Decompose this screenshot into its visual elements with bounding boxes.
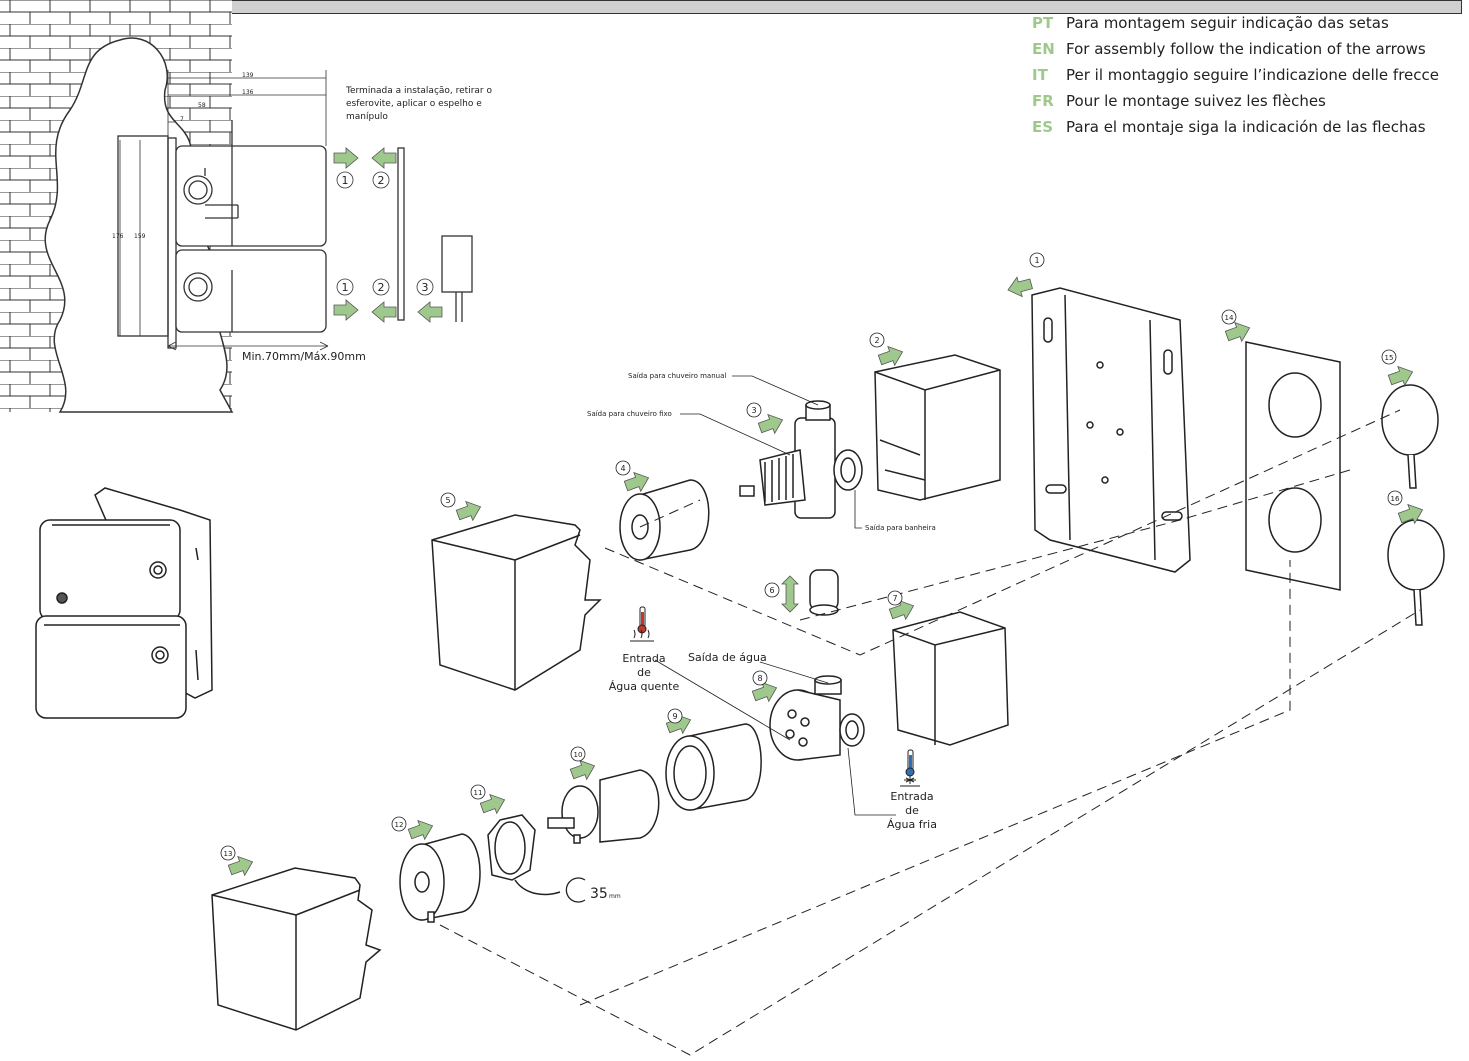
dim-136: 136	[242, 89, 254, 96]
part-valve-body-mixer	[769, 675, 865, 761]
dim-176: 176	[112, 233, 124, 240]
part-valve-body-diverter	[739, 400, 863, 519]
part-no-5: 5	[445, 496, 450, 505]
lang-code: FR	[1032, 92, 1054, 110]
callout-bath: Saída para banheira	[865, 524, 936, 532]
hot-label-line-2: de	[637, 666, 651, 679]
callout-water-out: Saída de água	[688, 651, 767, 664]
dimension-lines	[119, 70, 329, 351]
part-no-4: 4	[620, 464, 625, 473]
part-number-circles	[220, 252, 1403, 861]
callout-leaders	[654, 375, 896, 816]
lang-code: PT	[1032, 14, 1054, 32]
dimension-labels: 139 136 58 7 176 159	[112, 72, 254, 240]
part-bracket-lower	[892, 611, 1009, 746]
instruction-it: IT Per il montaggio seguire l’indicazione…	[1032, 62, 1462, 88]
part-no-14: 14	[1225, 314, 1234, 322]
hot-water-inlet-label: Entrada de Água quente	[609, 652, 680, 693]
note-line-3: manípulo	[346, 112, 388, 122]
part-check-valve	[781, 569, 839, 616]
hot-label-line-3: Água quente	[609, 680, 680, 693]
part-nut	[487, 814, 561, 896]
note-line-2: esferovite, aplicar o espelho e	[346, 99, 482, 109]
dim-7: 7	[180, 116, 184, 123]
part-no-13: 13	[224, 850, 233, 858]
installation-box-drawing	[117, 120, 473, 349]
step-a1: 1	[342, 174, 349, 187]
part-no-16: 16	[1391, 495, 1400, 503]
part-no-9: 9	[672, 712, 677, 721]
part-no-11: 11	[474, 789, 483, 797]
part-cover-plate	[1245, 341, 1341, 591]
instruction-pt: PT Para montagem seguir indicação das set…	[1032, 10, 1462, 36]
hot-label-line-1: Entrada	[622, 652, 665, 665]
part-box-cover-lower	[211, 867, 382, 1031]
instruction-text: For assembly follow the indication of th…	[1066, 40, 1426, 58]
lang-code: IT	[1032, 66, 1048, 84]
part-no-10: 10	[574, 751, 583, 759]
dim-139: 139	[242, 72, 254, 79]
wrench-size-unit: mm	[609, 893, 621, 900]
part-no-2: 2	[874, 336, 879, 345]
part-no-7: 7	[892, 594, 897, 603]
cold-label-line-3: Água fria	[887, 818, 937, 831]
part-bracket-upper	[874, 354, 1001, 501]
step-a2: 2	[378, 174, 385, 187]
step-b2: 2	[378, 281, 385, 294]
cold-water-inlet-label: Entrada de Água fria	[887, 790, 937, 831]
wrench-size-icon	[565, 877, 586, 903]
dim-58: 58	[198, 102, 206, 109]
step-b1: 1	[342, 281, 349, 294]
installation-note: Terminada a instalação, retirar o esfero…	[345, 86, 492, 122]
part-no-6: 6	[769, 586, 774, 595]
wrench-size-label: 35	[590, 886, 608, 902]
instruction-text: Per il montaggio seguire l’indicazione d…	[1066, 66, 1439, 84]
instruction-en: EN For assembly follow the indication of …	[1032, 36, 1462, 62]
part-no-12: 12	[395, 821, 404, 829]
dim-range: Min.70mm/Máx.90mm	[242, 350, 366, 363]
instruction-text: Pour le montage suivez les flèches	[1066, 92, 1326, 110]
cold-label-line-2: de	[905, 804, 919, 817]
part-collar	[399, 833, 481, 923]
instruction-text: Para montagem seguir indicação das setas	[1066, 14, 1389, 32]
step-b3: 3	[422, 281, 429, 294]
lang-code: EN	[1032, 40, 1055, 58]
instruction-fr: FR Pour le montage suivez les flèches	[1032, 88, 1462, 114]
instruction-es: ES Para el montaje siga la indicación de …	[1032, 114, 1462, 140]
instruction-text: Para el montaje siga la indicación de la…	[1066, 118, 1426, 136]
callout-shower-fixed: Saída para chuveiro fixo	[587, 410, 672, 418]
cold-label-line-1: Entrada	[890, 790, 933, 803]
hot-water-icon	[630, 606, 654, 642]
part-no-8: 8	[757, 674, 762, 683]
lang-code: ES	[1032, 118, 1054, 136]
part-box-cover-upper	[431, 514, 602, 691]
dim-159: 159	[134, 233, 146, 240]
part-sleeve-threaded	[665, 723, 762, 811]
part-handle-upper	[1381, 384, 1439, 489]
callout-shower-manual: Saída para chuveiro manual	[628, 372, 726, 380]
assembly-axis-lines	[439, 409, 1421, 1056]
part-no-15: 15	[1385, 354, 1394, 362]
installation-step-numbers	[336, 171, 434, 296]
part-mounting-plate	[1031, 287, 1191, 573]
part-insulation-sleeve	[619, 479, 710, 561]
part-handle-lower	[1387, 519, 1445, 626]
assembled-box-illustration	[35, 487, 213, 719]
part-no-3: 3	[751, 406, 756, 415]
callout-labels: Saída para chuveiro manual Saída para ch…	[587, 372, 936, 532]
assembly-instructions: PT Para montagem seguir indicação das set…	[1032, 10, 1462, 140]
cold-water-icon	[900, 749, 920, 787]
part-no-1: 1	[1034, 256, 1039, 265]
note-line-1: Terminada a instalação, retirar o	[345, 86, 492, 96]
part-number-labels: 1 2 3 4 5 6 7 8 9 10 11 12 13 14 15 16	[224, 256, 1400, 858]
part-cartridge	[547, 769, 660, 844]
